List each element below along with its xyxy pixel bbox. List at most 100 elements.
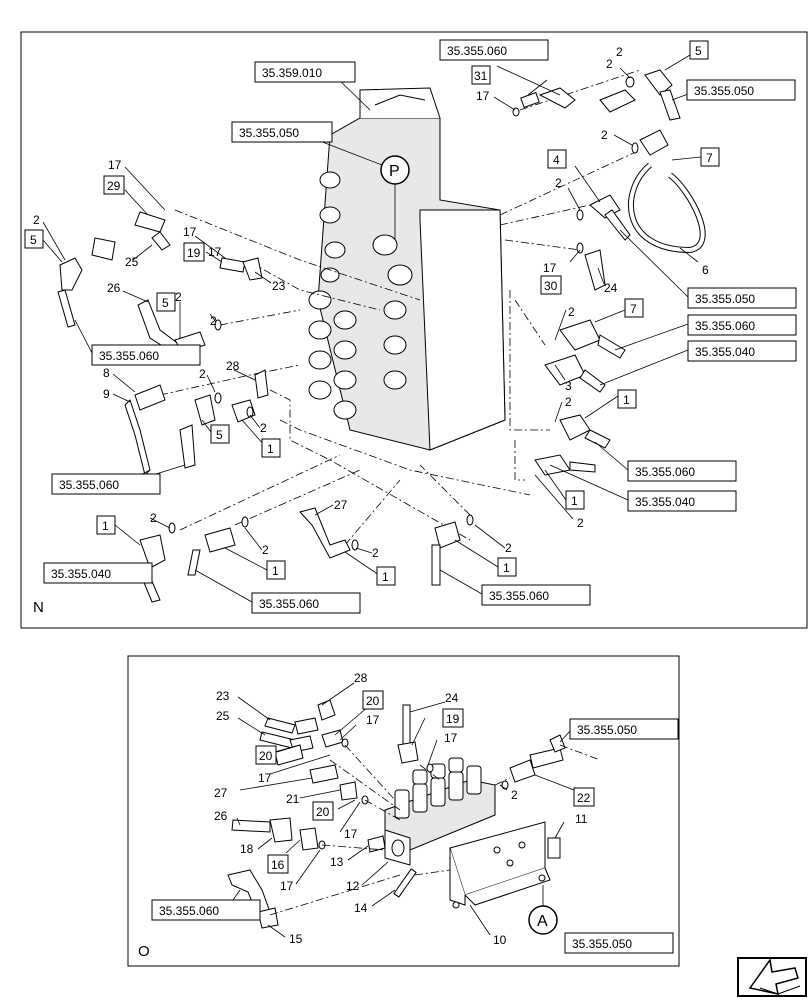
ref-valve: 35.359.010 (262, 66, 322, 80)
ref-bot-060a: 35.355.060 (259, 597, 319, 611)
callout-2: 2 (372, 546, 379, 560)
callout-17: 17 (280, 879, 294, 893)
box-1f: 1 (382, 570, 389, 584)
callout-6: 6 (702, 263, 709, 277)
callout-17: 17 (344, 827, 358, 841)
box-1b: 1 (623, 393, 630, 407)
box-22: 22 (577, 791, 591, 805)
box-20b: 20 (259, 749, 273, 763)
box-7a: 7 (706, 151, 713, 165)
mounting-plate (449, 821, 551, 909)
box-4: 4 (553, 153, 560, 167)
callout-27: 27 (214, 786, 228, 800)
callout-11: 11 (575, 812, 588, 826)
box-29: 29 (107, 179, 121, 193)
valve-spools (308, 171, 413, 420)
box-16: 16 (271, 858, 285, 872)
callout-17: 17 (108, 158, 122, 172)
view-n-frame (20, 31, 808, 629)
ref-left-060b: 35.355.060 (59, 478, 119, 492)
ref-o-050a: 35.355.050 (577, 723, 637, 737)
callout-17: 17 (476, 89, 490, 103)
callout-21: 21 (286, 792, 300, 806)
callout-3: 3 (565, 379, 572, 393)
reference-labels: 35.355.060 35.355.050 35.359.010 35.355.… (43, 39, 797, 954)
control-valve-body (308, 87, 506, 451)
ref-p: 35.355.050 (239, 126, 299, 140)
callout-2: 2 (260, 421, 267, 435)
ref-right-050: 35.355.050 (695, 292, 755, 306)
callout-15: 15 (289, 932, 303, 946)
callout-14: 14 (354, 901, 368, 915)
ref-o-060: 35.355.060 (159, 904, 219, 918)
callout-2: 2 (565, 395, 572, 409)
fittings-n (57, 69, 706, 603)
callout-18: 18 (240, 842, 254, 856)
callout-2: 2 (505, 541, 512, 555)
callout-2: 2 (555, 176, 562, 190)
callout-2: 2 (616, 45, 623, 59)
callout-17: 17 (183, 225, 197, 239)
ref-left-060a: 35.355.060 (99, 349, 159, 363)
box-19b: 19 (446, 712, 460, 726)
callout-10: 10 (493, 933, 507, 947)
callout-2: 2 (511, 788, 518, 802)
callout-27: 27 (334, 498, 348, 512)
box-30: 30 (544, 279, 558, 293)
callout-13: 13 (330, 855, 344, 869)
routing-lines-o (269, 744, 601, 916)
callout-28: 28 (226, 359, 240, 373)
callout-17: 17 (543, 261, 557, 275)
callout-2: 2 (150, 511, 157, 525)
pilot-valve-caps (394, 757, 482, 819)
box-5c: 5 (162, 296, 169, 310)
callout-2: 2 (175, 290, 182, 304)
marker-a-label: A (537, 913, 548, 930)
callout-9: 9 (103, 387, 110, 401)
routing-lines-n (159, 69, 641, 546)
box-20a: 20 (366, 694, 380, 708)
ref-right-060a: 35.355.060 (695, 319, 755, 333)
callout-17: 17 (208, 245, 222, 259)
callout-26: 26 (107, 281, 121, 295)
callout-2: 2 (210, 314, 217, 328)
view-o-letter: O (138, 943, 150, 960)
view-o-frame (127, 655, 680, 967)
ref-bot-060b: 35.355.060 (489, 589, 549, 603)
box-1d: 1 (102, 519, 109, 533)
ref-right-040b: 35.355.040 (635, 495, 695, 509)
box-7b: 7 (630, 302, 637, 316)
box-1g: 1 (503, 561, 510, 575)
box-31: 31 (474, 69, 488, 83)
box-5b: 5 (30, 233, 37, 247)
box-1a: 1 (267, 442, 274, 456)
box-5d: 5 (216, 428, 223, 442)
ref-left-040: 35.355.040 (51, 567, 111, 581)
box-19a: 19 (187, 246, 201, 260)
callout-2: 2 (568, 305, 575, 319)
next-page-arrow-icon[interactable] (737, 957, 807, 997)
ref-right-040a: 35.355.040 (695, 345, 755, 359)
callout-25: 25 (216, 709, 230, 723)
callout-17: 17 (444, 731, 458, 745)
callout-numbers: 2 17 2 2 17 2 6 17 24 2 3 2 2 17 2 25 17… (33, 45, 709, 947)
callout-17: 17 (258, 771, 272, 785)
callout-25: 25 (125, 255, 139, 269)
boxed-part-numbers: 5 31 7 4 29 5 19 5 5 1 30 7 1 1 1 1 1 1 … (24, 40, 720, 874)
callout-28: 28 (354, 671, 368, 685)
callout-2: 2 (262, 543, 269, 557)
callout-24: 24 (445, 691, 459, 705)
callout-2: 2 (577, 516, 584, 530)
callout-17: 17 (366, 713, 380, 727)
callout-24: 24 (604, 281, 618, 295)
callout-23: 23 (272, 279, 286, 293)
callout-26: 26 (214, 809, 228, 823)
view-n-letter: N (33, 599, 44, 616)
callout-23: 23 (216, 689, 230, 703)
ref-right-060b: 35.355.060 (635, 465, 695, 479)
box-1e: 1 (272, 564, 279, 578)
callout-2: 2 (606, 57, 613, 71)
ref-o-050b: 35.355.050 (572, 937, 632, 951)
box-5a: 5 (695, 44, 702, 58)
